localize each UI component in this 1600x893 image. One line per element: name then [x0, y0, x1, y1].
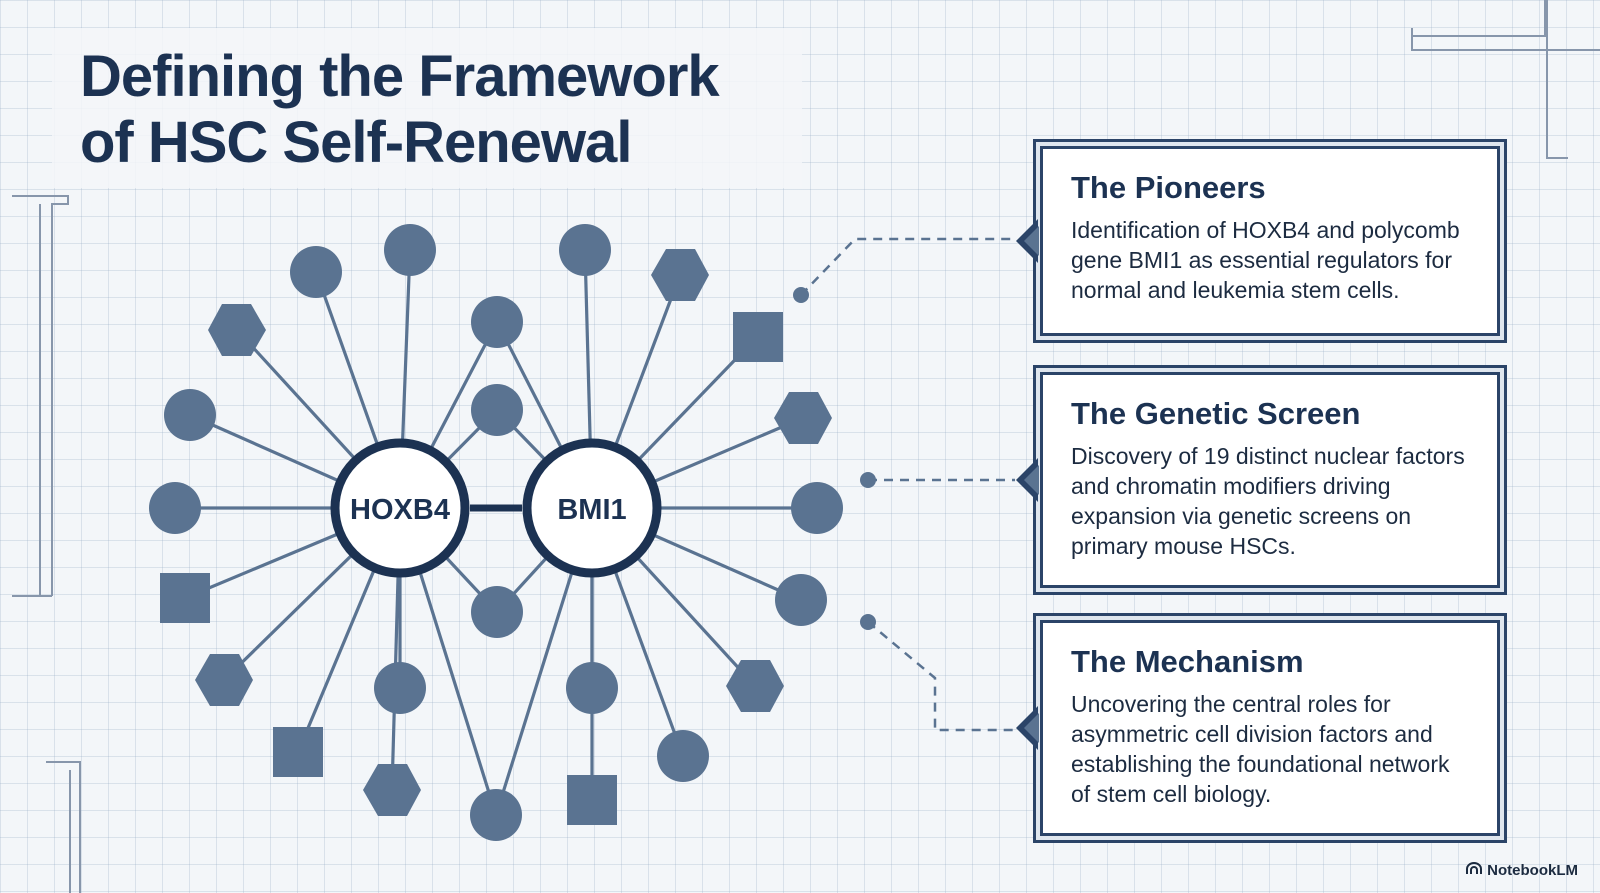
title-line-1: Defining the Framework [80, 44, 720, 109]
node-circle [566, 662, 618, 714]
notebooklm-icon [1466, 862, 1483, 879]
node-hexagon [651, 249, 709, 301]
brand-label: NotebookLM [1487, 862, 1578, 879]
node-circle [791, 482, 843, 534]
node-hexagon [363, 764, 421, 816]
callout-heading: The Genetic Screen [1071, 396, 1361, 431]
connector-mechanism [867, 621, 1015, 732]
callout-body: Identification of HOXB4 and polycomb gen… [1071, 217, 1460, 303]
callout-mechanism: The Mechanism Uncovering the central rol… [1016, 616, 1504, 840]
hub-bmi1: BMI1 [522, 438, 662, 578]
callout-heading: The Pioneers [1071, 170, 1266, 205]
node-circle [470, 789, 522, 841]
connector-lines [800, 237, 1015, 732]
node-hexagon [208, 304, 266, 356]
node-square [160, 573, 210, 623]
node-circle [775, 574, 827, 626]
title-line-2: of HSC Self-Renewal [80, 110, 632, 175]
network-nodes [149, 224, 843, 841]
node-circle [559, 224, 611, 276]
hub-hoxb4: HOXB4 [330, 438, 470, 578]
node-hexagon [774, 392, 832, 444]
brand-watermark: NotebookLM [1466, 862, 1578, 879]
node-circle [471, 586, 523, 638]
title-backdrop [52, 28, 802, 188]
callout-pointer-inner [1024, 713, 1039, 743]
node-circle [374, 662, 426, 714]
callout-pioneers: The Pioneers Identification of HOXB4 and… [1016, 142, 1504, 340]
callout-genetic-screen: The Genetic Screen Discovery of 19 disti… [1016, 368, 1504, 592]
frame-decoration [12, 0, 1600, 893]
node-circle [657, 730, 709, 782]
page-title: Defining the Framework of HSC Self-Renew… [80, 44, 720, 176]
callout-body: Discovery of 19 distinct nuclear factors… [1071, 443, 1465, 559]
callout-body: Uncovering the central roles for asymmet… [1071, 691, 1450, 807]
node-circle [290, 246, 342, 298]
hub-bmi1-label: BMI1 [557, 494, 626, 526]
callout-pointer-inner [1024, 226, 1039, 256]
node-circle [149, 482, 201, 534]
connector-pioneers [800, 237, 1015, 296]
node-hexagon [195, 654, 253, 706]
node-circle [471, 384, 523, 436]
node-circle [164, 389, 216, 441]
node-square [567, 775, 617, 825]
node-square [733, 312, 783, 362]
node-circle [384, 224, 436, 276]
callout-heading: The Mechanism [1071, 644, 1304, 679]
connector-dots [793, 287, 876, 630]
node-hexagon [726, 660, 784, 712]
node-square [273, 727, 323, 777]
node-circle [471, 296, 523, 348]
callout-pointer-inner [1024, 465, 1039, 495]
hub-hoxb4-label: HOXB4 [350, 494, 450, 526]
